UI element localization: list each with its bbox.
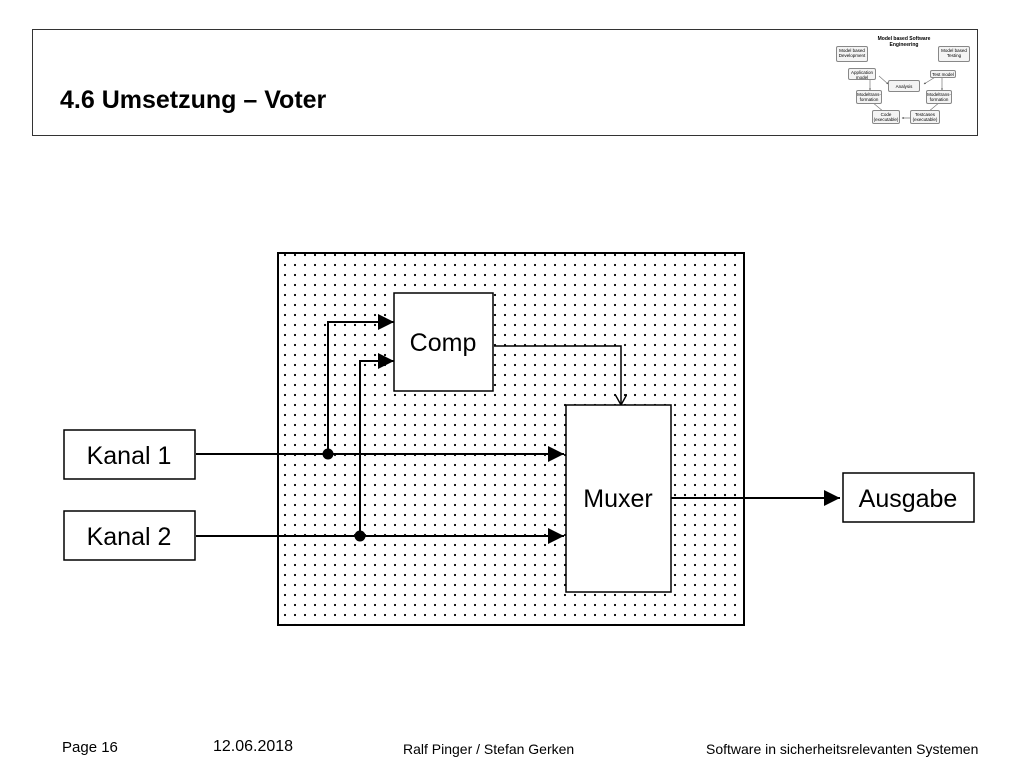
header-frame <box>32 29 978 136</box>
comp-block: Comp <box>393 292 494 392</box>
muxer-block: Muxer <box>565 404 672 593</box>
mini-process-diagram: Model based Software Engineering Model b… <box>832 34 974 132</box>
mini-box-testcases: Testcases (executable) <box>910 110 940 124</box>
kanal1-block: Kanal 1 <box>63 429 196 480</box>
comp-to-muxer-line <box>494 345 621 405</box>
mini-box-code: Code (executable) <box>872 110 900 124</box>
footer-page: Page 16 <box>62 739 118 756</box>
comp-label: Comp <box>410 329 477 357</box>
kanal2-block: Kanal 2 <box>63 510 196 561</box>
mini-box-modeltransformation-right: Modeltrans-formation <box>926 90 952 104</box>
mini-box-modeltransformation-left: Modeltrans-formation <box>856 90 882 104</box>
ausgabe-label: Ausgabe <box>859 485 958 513</box>
footer-date: 12.06.2018 <box>213 738 294 755</box>
footer-course: Software in sicherheitsrelevanten System… <box>706 741 979 757</box>
muxer-label: Muxer <box>583 485 652 513</box>
junction-kanal2 <box>354 530 366 542</box>
kanal2-to-comp-line <box>359 353 394 536</box>
mini-box-test-model: Test model <box>930 70 956 78</box>
ausgabe-block: Ausgabe <box>842 472 975 523</box>
mini-box-analysis: Analysis <box>888 80 920 92</box>
mini-box-model-based-development: Model based Development <box>836 46 868 62</box>
kanal1-label: Kanal 1 <box>87 442 172 470</box>
mini-box-application-model: Application model <box>848 68 876 80</box>
signal-lines <box>196 314 840 544</box>
kanal1-to-comp-line <box>327 314 394 454</box>
slide-title: 4.6 Umsetzung – Voter <box>60 86 327 114</box>
footer-authors: Ralf Pinger / Stefan Gerken <box>403 741 575 757</box>
mini-diagram-title: Model based Software Engineering <box>877 36 931 48</box>
voter-region <box>277 252 745 626</box>
junction-kanal1 <box>322 448 334 460</box>
kanal2-label: Kanal 2 <box>87 523 172 551</box>
mini-box-model-based-testing: Model based Testing <box>938 46 970 62</box>
